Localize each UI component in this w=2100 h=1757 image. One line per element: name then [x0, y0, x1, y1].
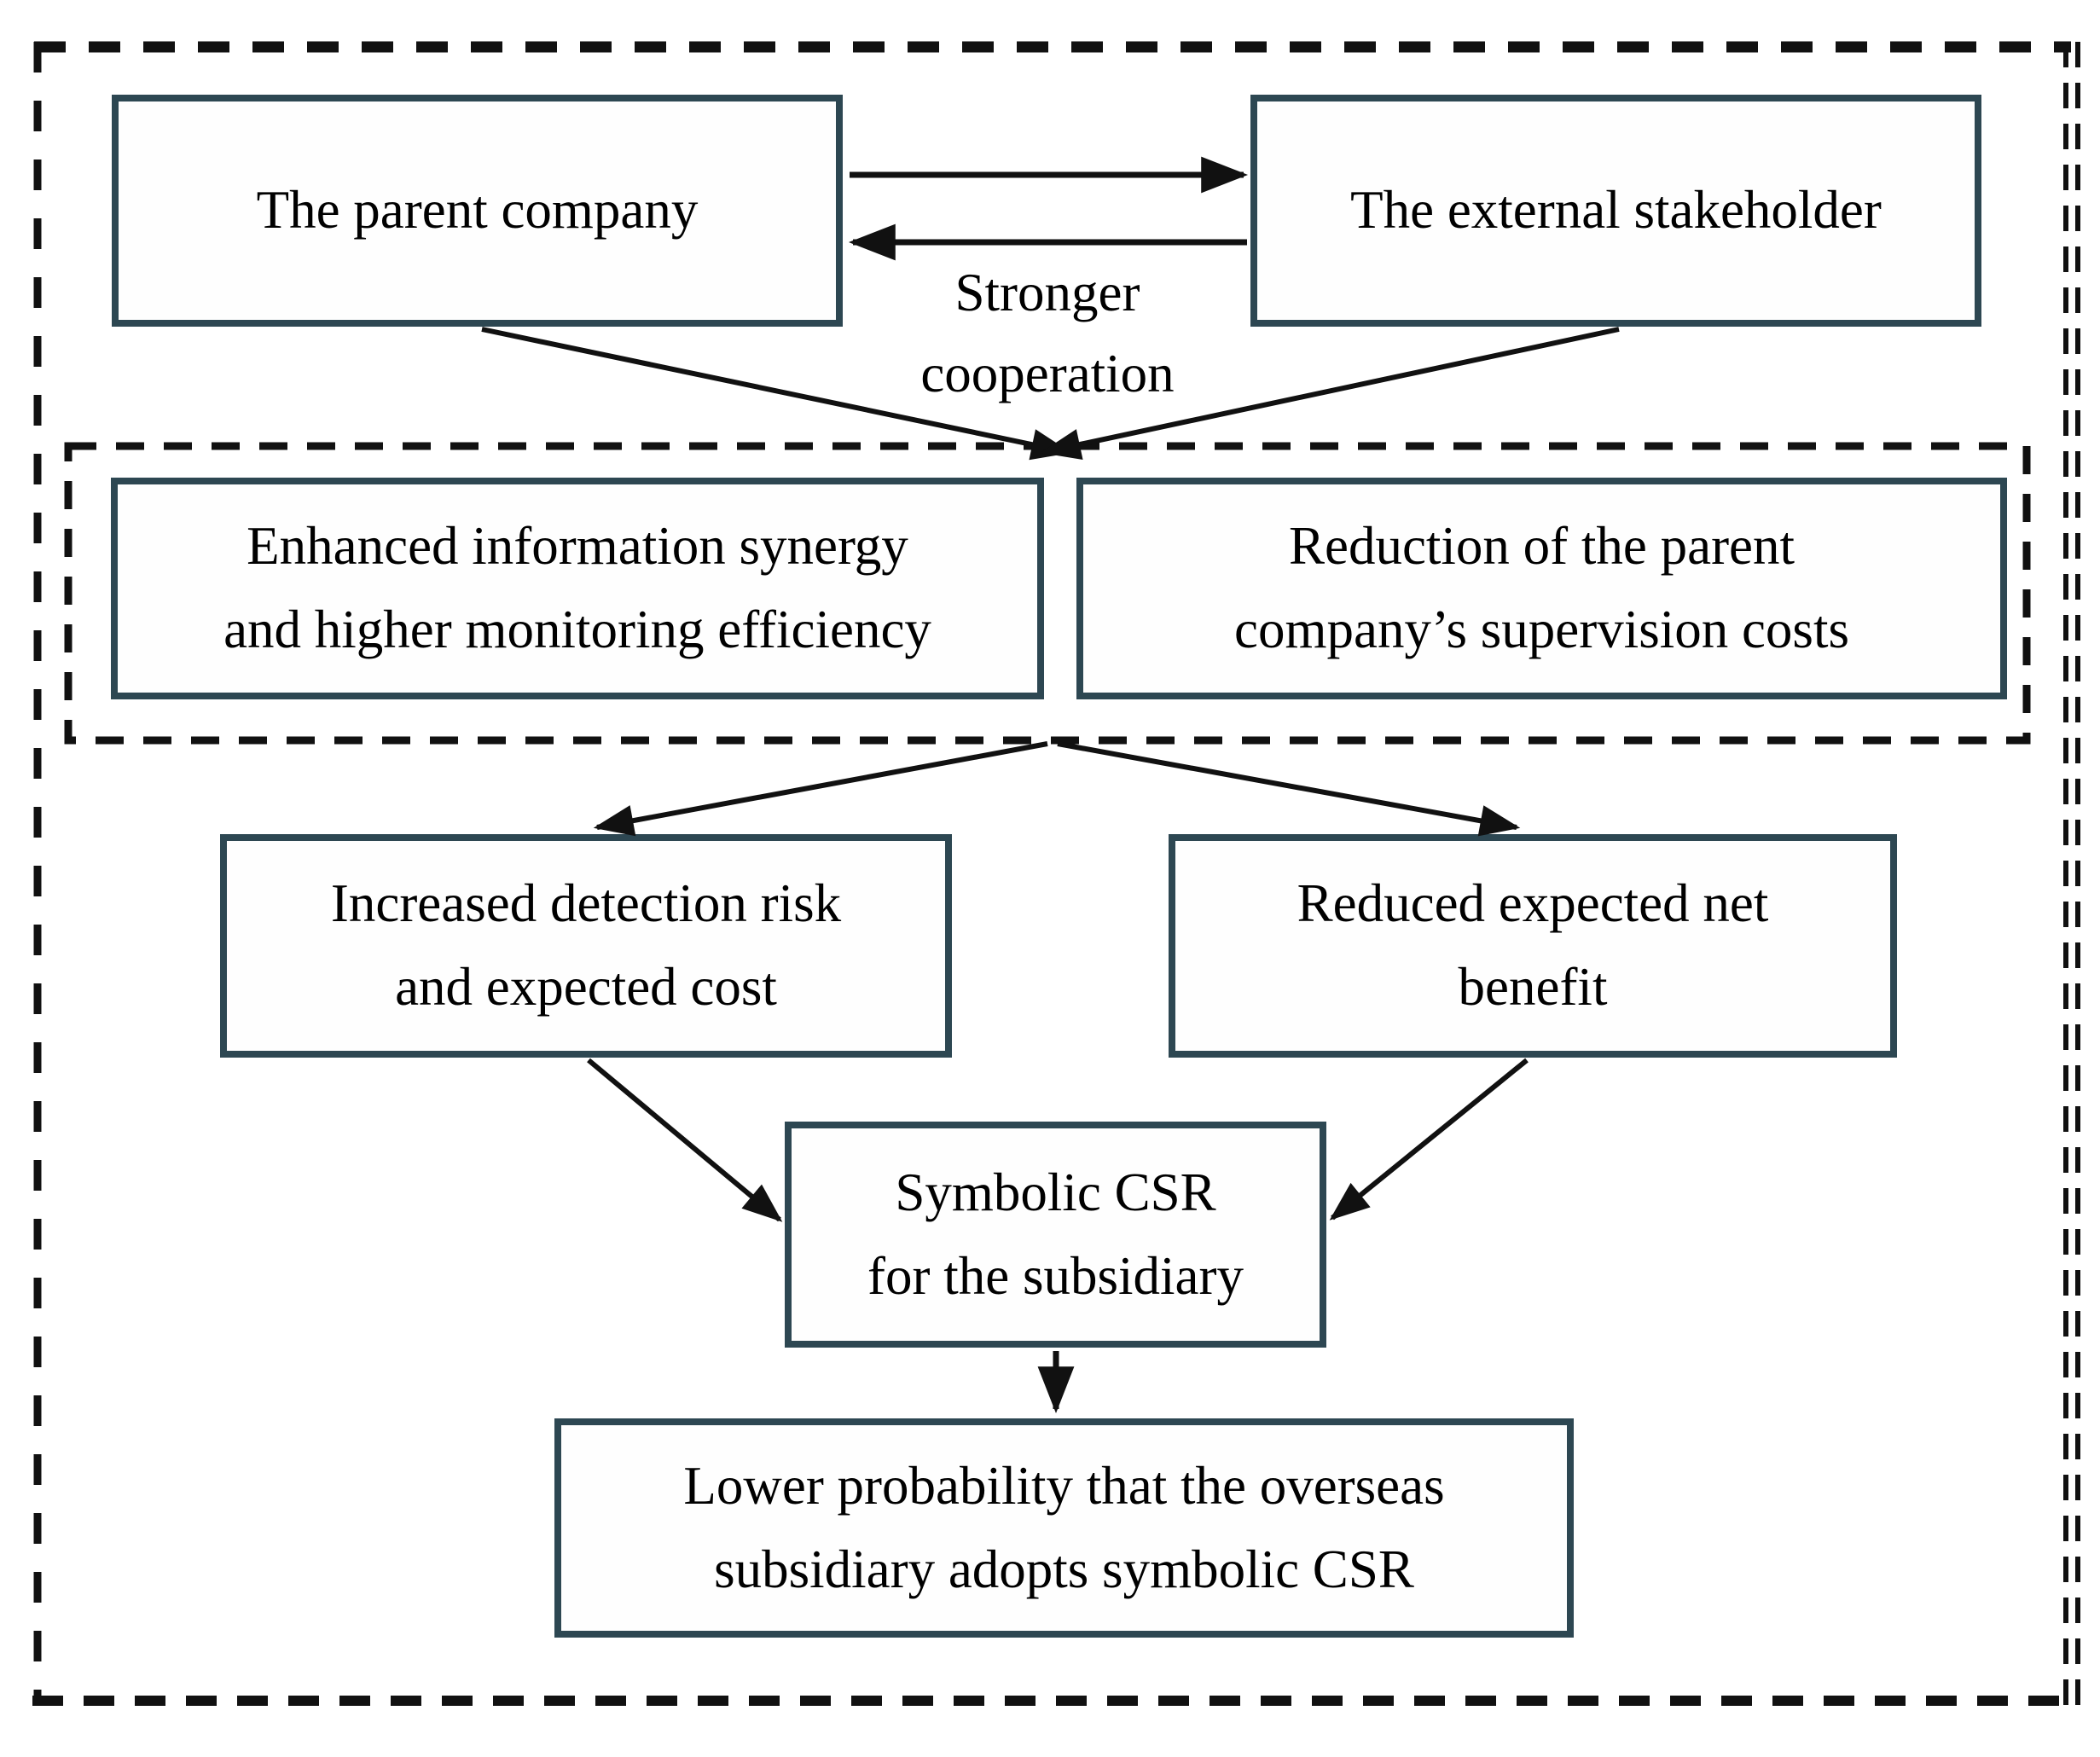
label-line: and expected cost [395, 957, 777, 1017]
node-detection-risk: Increased detection risk and expected co… [220, 834, 952, 1058]
arrow-net-benefit-to-symbolic [1329, 1058, 1529, 1221]
edge-label-stronger-cooperation: Stronger cooperation [834, 252, 1261, 414]
label-line: and higher monitoring efficiency [223, 600, 931, 659]
label-line: Increased detection risk [330, 873, 842, 934]
label-line: benefit [1458, 957, 1608, 1017]
arrow-group-to-detection-risk [593, 741, 1048, 837]
node-lower-probability: Lower probability that the overseas subs… [554, 1418, 1574, 1638]
node-enhanced-synergy: Enhanced information synergy and higher … [111, 478, 1044, 699]
node-symbolic-csr: Symbolic CSR for the subsidiary [785, 1122, 1326, 1348]
label-line: Lower probability that the overseas [683, 1455, 1445, 1516]
label-line: Reduced expected net [1297, 873, 1769, 934]
node-net-benefit: Reduced expected net benefit [1169, 834, 1897, 1058]
label-line: Symbolic CSR [895, 1162, 1216, 1222]
arrow-detection-risk-to-symbolic [587, 1058, 783, 1222]
label-line: The external stakeholder [1350, 180, 1882, 241]
label-line: cooperation [920, 343, 1175, 403]
label-line: Stronger [954, 263, 1140, 322]
node-external-stakeholder: The external stakeholder [1250, 95, 1981, 327]
label-line: subsidiary adopts symbolic CSR [714, 1539, 1414, 1599]
label-line: The parent company [256, 180, 699, 241]
label-line: Reduction of the parent [1288, 516, 1795, 577]
node-supervision-costs: Reduction of the parent company’s superv… [1076, 478, 2007, 699]
arrow-group-to-net-benefit [1057, 741, 1521, 837]
label-line: for the subsidiary [867, 1245, 1244, 1306]
label-line: company’s supervision costs [1234, 600, 1849, 659]
label-line: Enhanced information synergy [247, 516, 908, 577]
node-parent-company: The parent company [112, 95, 843, 327]
